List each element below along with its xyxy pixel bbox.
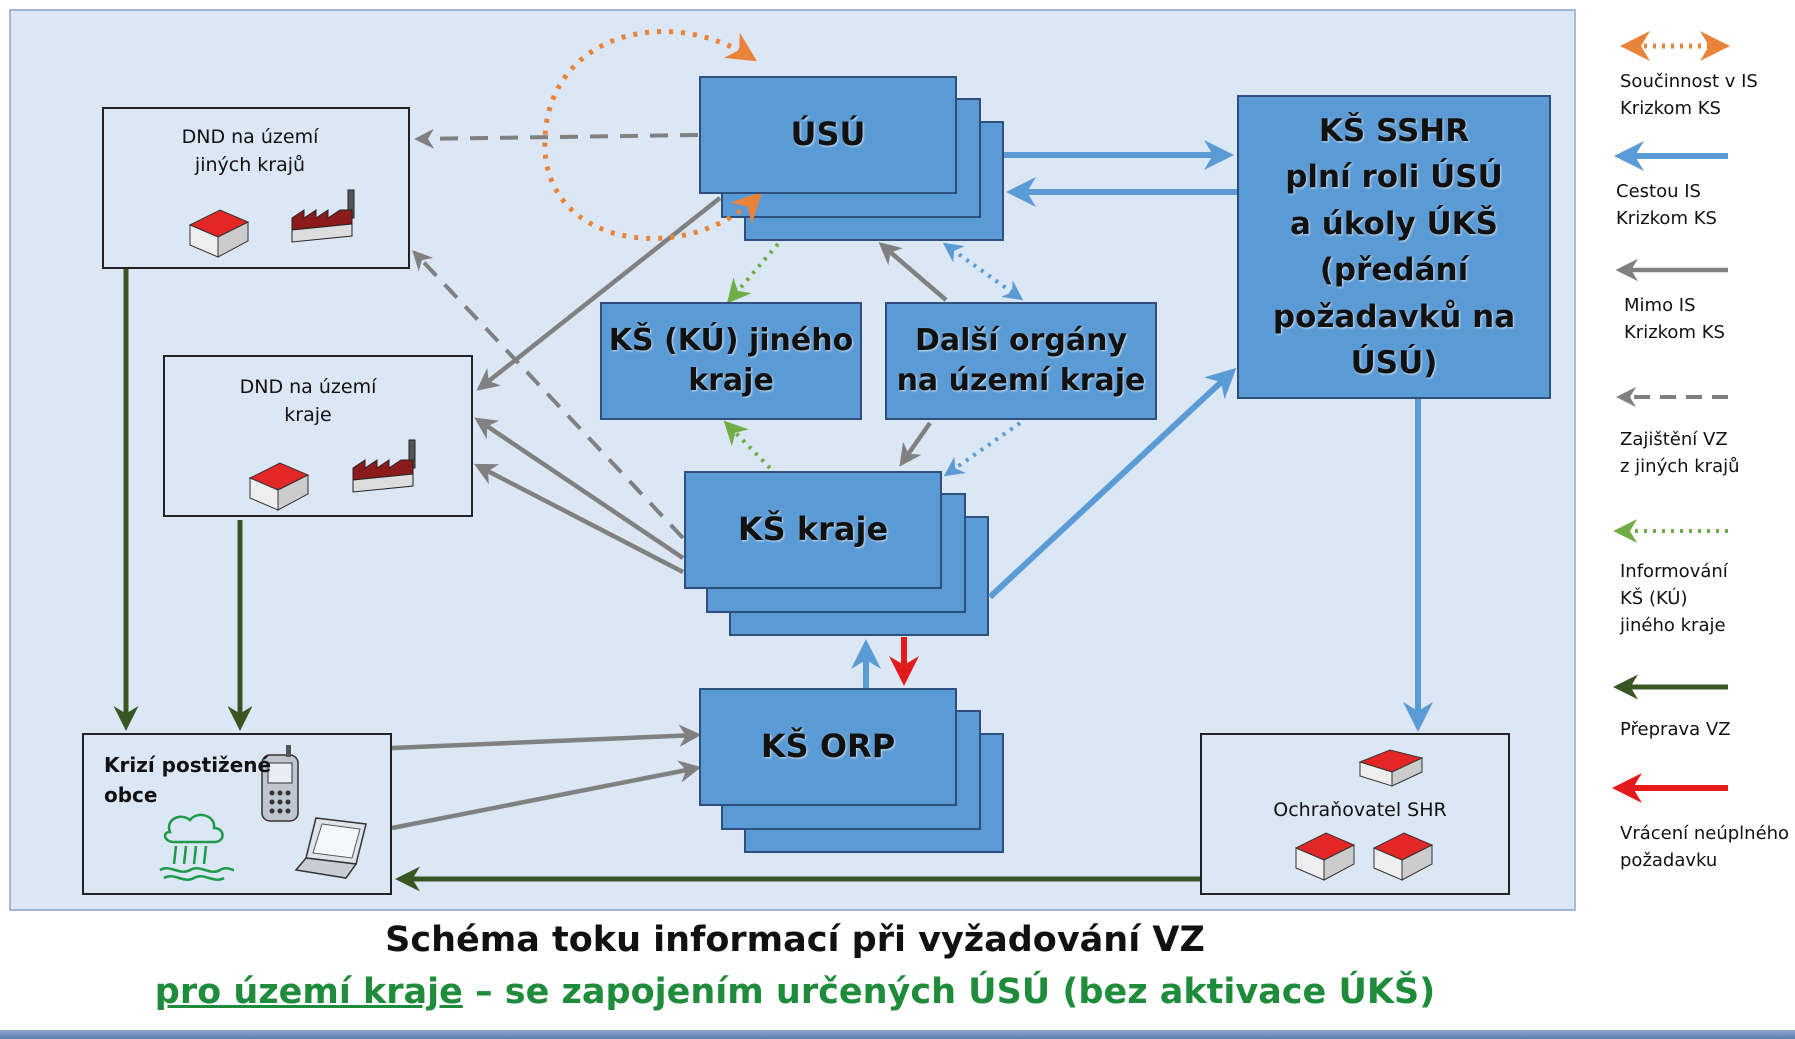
sshr-line-6: ÚSÚ) [1350, 345, 1438, 381]
legend-label-preprava: Přeprava VZ [1620, 719, 1731, 740]
subtitle-rest: – se zapojením určených ÚSÚ (bez aktivac… [462, 972, 1436, 1012]
diagram-title: Schéma toku informací při vyžadování VZ [385, 920, 1205, 960]
arrow-obce-to-orp-1 [391, 724, 702, 751]
mobile-phone-icon [261, 745, 299, 822]
arrow-kraje-to-dnd-jinych [412, 250, 685, 540]
arrow-usu-to-dnd-kraje [476, 196, 722, 391]
node-ks-kraje [684, 471, 942, 589]
node-ks-kraje-label: KŠ kraje [737, 510, 889, 549]
legend-label-soucinnost: Součinnost v IS Krizkom KS [1620, 71, 1758, 119]
arrow-dalsi-to-usu [878, 242, 948, 302]
node-ks-ku-jineho-label: KŠ (KÚ) jiného kraje [600, 302, 862, 420]
bottom-bar [0, 1030, 1795, 1039]
obce-line-2: obce [104, 783, 158, 807]
sshr-line-4: (předání [1319, 252, 1469, 288]
house-icon [188, 209, 250, 258]
dnd-jinych-line-2: jiných krajů [194, 153, 306, 176]
dnd-jinych-line-1: DND na území [181, 126, 319, 148]
node-dnd-jinych-label: DND na území jiných krajů [150, 124, 350, 179]
dalsi-line-2: na území kraje [896, 363, 1146, 398]
legend-label-informovani: Informování KŠ (KÚ) jiného kraje [1620, 561, 1728, 636]
arrow-kraje-to-dnd-kraje-1 [474, 417, 685, 560]
subtitle-underlined: pro území kraje [154, 972, 463, 1012]
node-dnd-jinych-kraju [102, 107, 410, 269]
sshr-line-1: KŠ SSHR [1318, 112, 1470, 149]
node-krizi-obce-label: Krizí postižené obce [104, 750, 274, 810]
node-ks-orp [699, 688, 957, 806]
node-ks-sshr [1237, 95, 1551, 399]
house-icon [248, 462, 310, 511]
factory-icon [352, 439, 416, 493]
arrow-dalsi-kraje-dotted [943, 421, 1022, 477]
dnd-kraje-line-2: kraje [284, 403, 332, 426]
ku-jineho-line-2: kraje [688, 363, 774, 398]
node-krizi-postizene-obce [82, 733, 392, 895]
node-dalsi-organy [885, 302, 1157, 420]
house-icon [1358, 749, 1424, 787]
legend-label-cestou-is: Cestou IS Krizkom KS [1616, 181, 1717, 229]
ku-jineho-line-1: KŠ (KÚ) jiného [608, 322, 854, 358]
house-icon [1294, 832, 1356, 881]
node-usu-label: ÚSÚ [790, 115, 866, 154]
house-icon [1372, 832, 1434, 881]
arrow-usu-to-dnd-jinych [414, 128, 699, 149]
sshr-line-5: požadavků na [1272, 298, 1516, 335]
arrow-obce-to-orp-2 [391, 760, 702, 831]
dnd-kraje-line-1: DND na území [239, 376, 377, 398]
obce-line-1: Krizí postižené [104, 753, 272, 777]
node-usu [699, 76, 957, 194]
arrow-usu-to-ku-jineho [726, 242, 780, 304]
arrow-dalsi-usu-dotted [942, 242, 1024, 301]
laptop-icon [294, 817, 367, 879]
storm-flood-icon [159, 813, 235, 881]
legend-label-vraceni: Vrácení neúplného požadavku [1620, 823, 1790, 871]
legend-label-zajisteni: Zajištění VZ z jiných krajů [1620, 429, 1740, 477]
arrow-dalsi-to-kraje [899, 421, 932, 467]
node-dnd-kraje [163, 355, 473, 517]
node-dalsi-organy-label: Další orgány na území kraje [885, 302, 1157, 420]
node-ks-orp-label: KŠ ORP [760, 727, 896, 766]
dalsi-line-1: Další orgány [914, 322, 1128, 358]
node-ochranovatel-label: Ochraňovatel SHR [1273, 799, 1447, 821]
sshr-line-3: a úkoly ÚKŠ [1289, 205, 1498, 242]
node-ochranovatel-shr [1200, 733, 1510, 895]
node-dnd-kraje-label: DND na území kraje [208, 374, 408, 429]
arrow-kraje-to-ku-jineho [723, 420, 772, 470]
factory-icon [291, 189, 355, 243]
node-ks-sshr-label: KŠ SSHR plní roli ÚSÚ a úkoly ÚKŠ (předá… [1237, 95, 1551, 399]
sshr-line-2: plní roli ÚSÚ [1285, 159, 1503, 195]
legend-label-mimo-is: Mimo IS Krizkom KS [1624, 295, 1725, 343]
diagram-subtitle: pro území kraje – se zapojením určených … [0, 972, 1590, 1012]
arrow-kraje-to-sshr [987, 367, 1237, 600]
arrow-kraje-to-dnd-kraje-2 [474, 463, 685, 574]
node-ks-ku-jineho [600, 302, 862, 420]
